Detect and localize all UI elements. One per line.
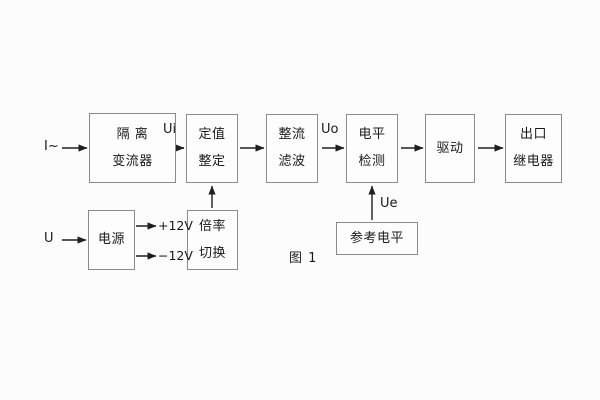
- label-ui: Ui: [163, 122, 177, 137]
- block-output-relay-line-1: 出口: [519, 127, 547, 143]
- label-plus-12v: +12V: [158, 218, 193, 233]
- block-reference-level[interactable]: 参考电平: [336, 222, 418, 255]
- block-reference-level-line-1: 参考电平: [349, 230, 404, 246]
- block-multiplier-switch[interactable]: 倍率 切换: [187, 210, 238, 270]
- block-isolation-ct[interactable]: 隔 离 变流器: [89, 113, 176, 183]
- block-isolation-ct-line-2: 变流器: [112, 153, 153, 169]
- block-setting[interactable]: 定值 整定: [186, 114, 238, 183]
- label-minus-12v: −12V: [158, 248, 193, 263]
- label-voltage-input: U: [44, 231, 54, 246]
- block-output-relay[interactable]: 出口 继电器: [505, 114, 562, 183]
- block-rectify-filter-line-2: 滤波: [278, 154, 306, 169]
- label-ue: Ue: [380, 196, 398, 211]
- block-rectify-filter[interactable]: 整流 滤波: [266, 114, 318, 183]
- block-setting-line-2: 整定: [198, 154, 226, 169]
- block-output-relay-line-2: 继电器: [513, 154, 554, 169]
- block-setting-line-1: 定值: [198, 127, 226, 143]
- block-drive-line-1: 驱动: [436, 140, 464, 156]
- block-power-supply-line-1: 电源: [97, 232, 125, 248]
- block-multiplier-switch-line-2: 切换: [198, 245, 226, 261]
- block-drive[interactable]: 驱动: [425, 114, 475, 183]
- block-isolation-ct-line-1: 隔 离: [116, 126, 149, 142]
- block-level-detect-line-1: 电平: [358, 127, 386, 143]
- figure-caption: 图 1: [289, 251, 318, 266]
- label-current-input: I~: [44, 139, 59, 154]
- block-level-detect-line-2: 检测: [358, 154, 386, 169]
- block-level-detect[interactable]: 电平 检测: [346, 114, 398, 183]
- block-rectify-filter-line-1: 整流: [278, 127, 306, 143]
- label-uo: Uo: [321, 122, 339, 137]
- block-multiplier-switch-line-1: 倍率: [198, 218, 226, 234]
- block-power-supply[interactable]: 电源: [88, 210, 135, 270]
